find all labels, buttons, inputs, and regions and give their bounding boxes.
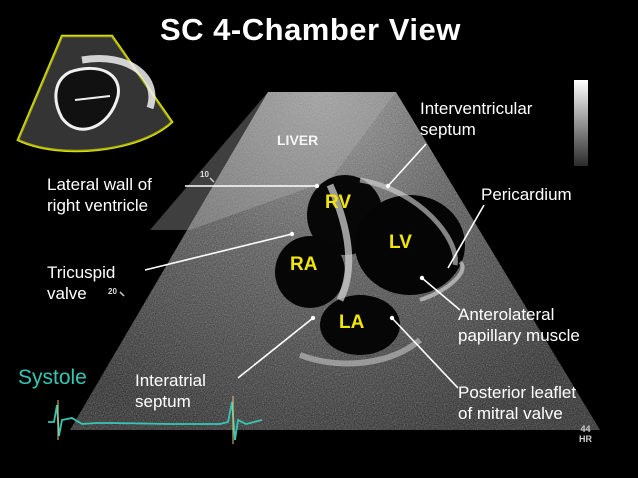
leader-tricuspid: [144, 233, 293, 271]
posterior-wall-echo: [298, 337, 422, 367]
chamber-label-lv: LV: [389, 232, 412, 253]
label-lateral-wall: Lateral wall of right ventricle: [47, 175, 152, 215]
chamber-label-la: LA: [339, 312, 365, 333]
pericardium-echo: [419, 260, 465, 302]
heart-rate-unit: HR: [579, 434, 592, 444]
probe-orientation-icon: [16, 34, 174, 153]
leader-pericardium: [447, 204, 485, 269]
leader-lines: [144, 143, 485, 389]
ecg-trace: [48, 396, 263, 444]
ra-cavity: [275, 236, 345, 308]
leader-dots: [289, 183, 425, 321]
depth-tick-10: [209, 177, 215, 183]
leader-interventricular-septum: [387, 143, 427, 187]
label-posterior-leaflet: Posterior leaflet of mitral valve: [458, 383, 577, 423]
label-interatrial-septum: Interatrial septum: [135, 371, 206, 411]
chamber-label-ra: RA: [290, 254, 318, 275]
label-interventricular-septum: Interventricular septum: [420, 99, 533, 139]
liver-region: [150, 92, 396, 230]
view-title: SC 4-Chamber View: [160, 12, 461, 47]
leader-posterior-leaflet: [391, 317, 459, 389]
chamber-label-rv: RV: [325, 192, 352, 213]
systole-label: Systole: [18, 366, 87, 389]
depth-tick-20: [119, 291, 125, 297]
grayscale-bar: [574, 80, 588, 166]
label-pericardium: Pericardium: [481, 185, 572, 204]
leader-interatrial: [237, 317, 314, 379]
septum-echo: [326, 183, 353, 302]
depth-marker-20: 20: [108, 287, 117, 296]
label-tricuspid-valve: Tricuspid valve: [47, 263, 116, 303]
liver-label: LIVER: [277, 132, 319, 148]
heart-rate-value: 44: [580, 424, 591, 434]
label-anterolateral-papillary-muscle: Anterolateral papillary muscle: [458, 305, 580, 345]
heart-rate-readout: 44 HR: [579, 424, 592, 444]
depth-marker-10: 10: [200, 170, 209, 179]
leader-anterolateral: [421, 277, 461, 311]
la-cavity: [320, 295, 400, 355]
